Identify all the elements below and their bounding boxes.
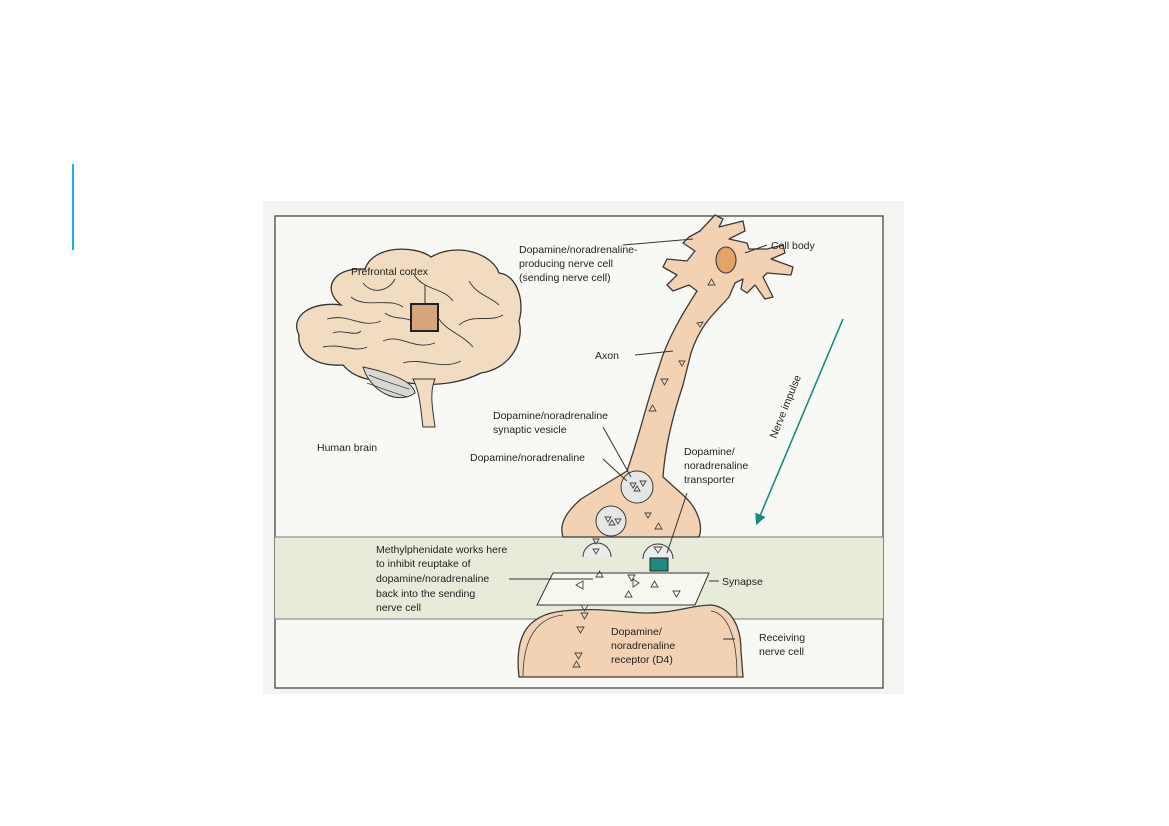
label-prefrontal-cortex: Prefrontal cortex [351,266,429,278]
label-synapse: Synapse [722,576,763,588]
label-methylphenidate-2: to inhibit reuptake of [376,558,471,570]
label-methylphenidate-1: Methylphenidate works here [376,544,507,556]
label-methylphenidate-5: nerve cell [376,602,421,614]
label-transporter-3: transporter [684,474,735,486]
nerve-impulse-arrow [755,318,844,526]
label-producing-cell-2: producing nerve cell [519,258,613,270]
label-human-brain: Human brain [317,442,377,454]
label-producing-cell-3: (sending nerve cell) [519,272,611,284]
neurotransmission-diagram: Prefrontal cortex Human brain Dopamine/n… [263,201,904,694]
transporter [649,557,669,572]
accent-bar [72,164,74,250]
label-receiving-cell-2: nerve cell [759,646,804,658]
label-synaptic-vesicle-1: Dopamine/noradrenaline [493,410,608,422]
label-receiving-cell-1: Receiving [759,632,805,644]
label-cell-body: Cell body [771,240,816,252]
transporter-leader [666,492,688,554]
producing-cell-leader [622,238,694,246]
vesicle-leader [602,426,632,478]
cell-body-nucleus [715,246,737,274]
label-methylphenidate-3: dopamine/noradrenaline [376,573,489,585]
sending-nerve-cell [561,214,794,538]
label-receptor-1: Dopamine/ [611,626,662,638]
label-dopamine: Dopamine/noradrenaline [470,452,585,464]
label-transporter-1: Dopamine/ [684,446,735,458]
human-brain [296,248,522,428]
cell-body-leader [744,244,768,254]
prefrontal-cortex-box [410,303,439,332]
receiving-nerve-cell [517,604,744,678]
label-synaptic-vesicle-2: synaptic vesicle [493,424,567,436]
axon-leader [634,350,674,356]
label-receptor-2: noradrenaline [611,640,675,652]
label-producing-cell-1: Dopamine/noradrenaline- [519,244,638,256]
label-transporter-2: noradrenaline [684,460,748,472]
neurotransmitter-molecules [572,278,716,668]
dopamine-leader [602,458,628,482]
label-axon: Axon [595,350,619,362]
synaptic-cleft [536,572,710,606]
label-receptor-3: receptor (D4) [611,654,673,666]
label-methylphenidate-4: back into the sending [376,588,475,600]
